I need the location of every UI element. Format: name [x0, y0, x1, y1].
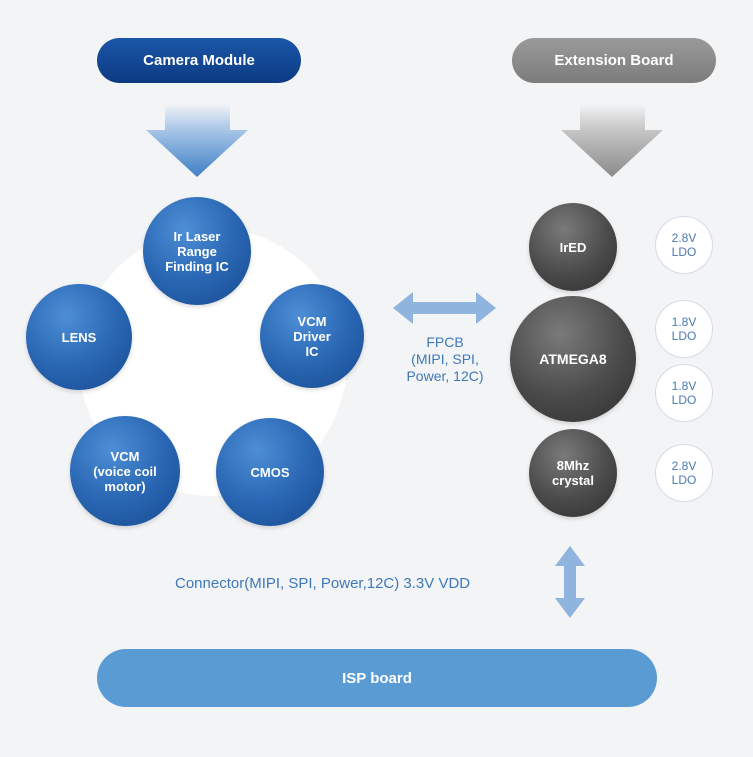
ir-laser-range-finding-ic: Ir Laser Range Finding IC [143, 197, 251, 305]
camera-module-header: Camera Module [97, 38, 301, 83]
vcm-driver-ic: VCM Driver IC [260, 284, 364, 388]
camera-down-arrow [146, 104, 248, 177]
cmos-sensor: CMOS [216, 418, 324, 526]
atmega8: ATMEGA8 [510, 296, 636, 422]
fpcb-double-arrow [393, 292, 496, 324]
isp-board: ISP board [97, 649, 657, 707]
ired: IrED [529, 203, 617, 291]
lens: LENS [26, 284, 132, 390]
fpcb-label: FPCB (MIPI, SPI, Power, 12C) [406, 334, 484, 384]
extension-board-header: Extension Board [512, 38, 716, 83]
ldo-2-8v-bottom: 2.8V LDO [655, 444, 713, 502]
connector-label: Connector(MIPI, SPI, Power,12C) 3.3V VDD [175, 575, 471, 592]
ldo-2-8v-top: 2.8V LDO [655, 216, 713, 274]
vcm-voice-coil-motor: VCM (voice coil motor) [70, 416, 180, 526]
connector-double-arrow [555, 546, 585, 618]
ldo-1-8v-upper: 1.8V LDO [655, 300, 713, 358]
ldo-1-8v-lower: 1.8V LDO [655, 364, 713, 422]
extension-down-arrow [561, 104, 663, 177]
crystal-8mhz: 8Mhz crystal [529, 429, 617, 517]
